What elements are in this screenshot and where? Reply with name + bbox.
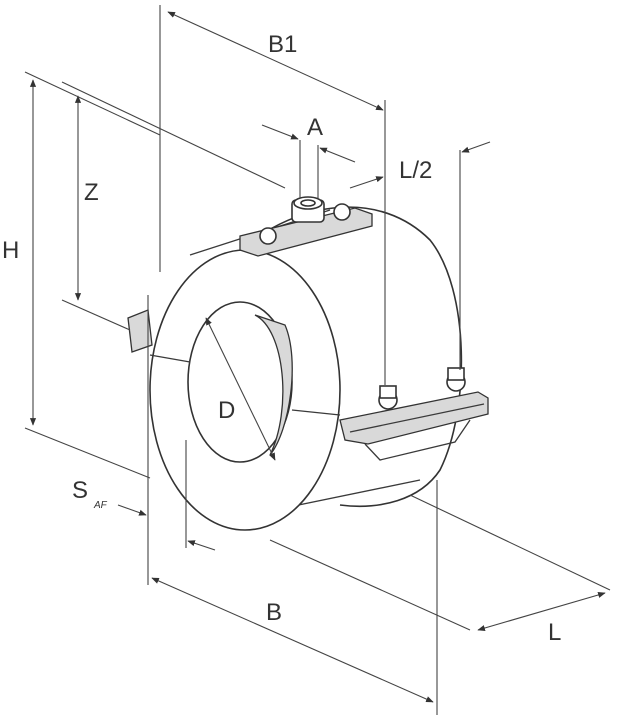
label-s: S — [72, 477, 88, 504]
dimension-l-half — [349, 141, 491, 370]
dimension-b1 — [159, 5, 386, 385]
label-d: D — [218, 397, 235, 424]
left-lug — [127, 309, 153, 353]
label-a: A — [307, 114, 323, 141]
top-bolt-left — [259, 227, 277, 245]
label-l: L — [548, 619, 561, 646]
side-bracket — [339, 367, 489, 461]
top-bracket — [239, 196, 373, 257]
top-bolt-right — [333, 203, 351, 221]
dimension-s — [117, 295, 216, 585]
label-s-subscript: AF — [93, 500, 108, 511]
label-b: B — [266, 599, 282, 626]
label-b1: B1 — [268, 31, 297, 58]
dimension-h — [24, 71, 161, 479]
dimension-z — [61, 81, 286, 331]
label-h: H — [2, 237, 19, 264]
dimension-b — [151, 480, 438, 715]
label-l-half: L/2 — [399, 157, 432, 184]
clamp-body — [149, 206, 463, 531]
dimension-a — [261, 124, 356, 198]
label-z: Z — [84, 179, 99, 206]
dimension-d — [205, 317, 276, 461]
dimension-l — [269, 494, 611, 632]
